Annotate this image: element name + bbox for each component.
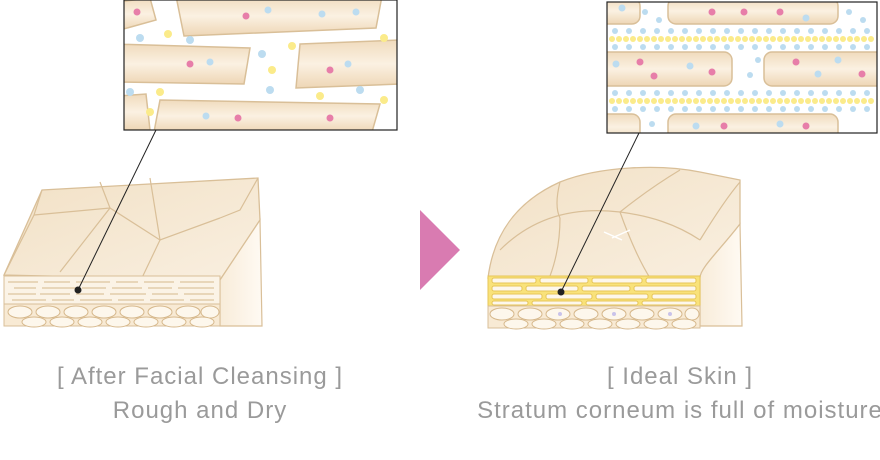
dry-corneocyte-cells <box>124 0 397 130</box>
moist-corneocyte-cells <box>607 2 877 133</box>
ideal-living-cell-layer <box>487 305 701 330</box>
cell-content-dots <box>133 6 360 122</box>
dry-living-cell-layer <box>3 303 221 328</box>
right-caption-subtitle: Stratum corneum is full of moisture <box>477 397 880 424</box>
left-caption: [ After Facial Cleansing ] Rough and Dry <box>0 360 400 428</box>
ideal-zoom-pointer-line <box>560 132 640 293</box>
moisture-lamellar-bands <box>609 9 874 127</box>
dry-skin-zoom-inset <box>123 0 398 131</box>
ideal-skin-right-side <box>699 222 743 327</box>
ideal-skin-block <box>487 166 743 330</box>
dry-skin-top-surface <box>3 177 261 283</box>
ideal-stratum-corneum-layers <box>487 275 701 307</box>
sparse-moisture-dots <box>126 30 388 116</box>
right-caption: [ Ideal Skin ] Stratum corneum is full o… <box>470 360 880 428</box>
ideal-zoom-pointer-dot <box>557 288 565 296</box>
dry-zoom-pointer-dot <box>74 286 82 294</box>
dry-zoom-pointer-line <box>77 129 157 291</box>
left-caption-subtitle: Rough and Dry <box>112 397 288 424</box>
triangle-right-icon <box>420 210 460 290</box>
right-caption-title: [ Ideal Skin ] <box>606 363 754 390</box>
moist-skin-zoom-inset <box>606 1 878 134</box>
dry-skin-block <box>3 177 263 328</box>
dry-stratum-corneum-layers <box>3 275 221 305</box>
moist-cell-content-dots <box>612 4 866 130</box>
left-caption-title: [ After Facial Cleansing ] <box>56 363 344 390</box>
